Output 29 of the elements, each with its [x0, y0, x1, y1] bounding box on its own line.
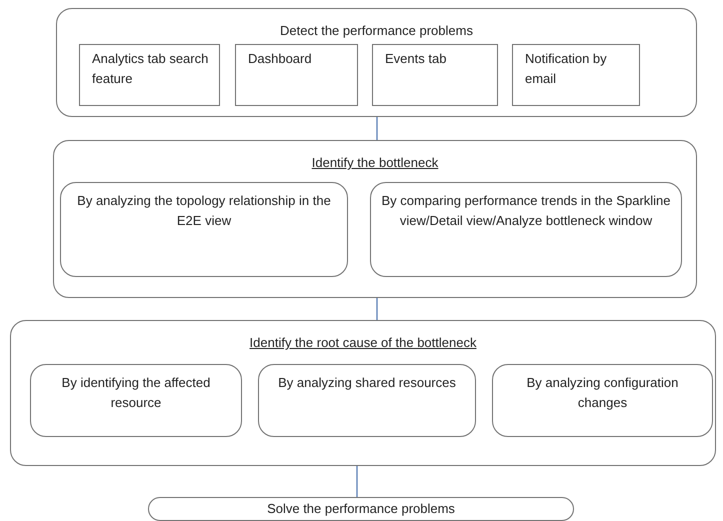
step-box: [492, 364, 713, 437]
step-box: [372, 44, 498, 106]
step-text: By analyzing shared resources: [277, 374, 457, 392]
step-text: Analytics tab search feature: [92, 50, 210, 88]
group-box: [53, 140, 697, 298]
step-box: [148, 497, 574, 521]
connector-line: [376, 298, 378, 320]
group-box: [56, 8, 697, 117]
group-box: [10, 320, 716, 466]
step-text: Dashboard: [248, 50, 313, 68]
step-box: [60, 182, 348, 277]
underlined-heading: Identify the root cause of the bottleneck: [248, 334, 478, 352]
step-box: [79, 44, 220, 106]
step-text: Events tab: [385, 50, 448, 68]
step-text: By comparing performance trends in the Sparkline view/Detail view/Analyze bottleneck window: [380, 192, 672, 230]
step-text: By identifying the affected resource: [60, 374, 212, 412]
underlined-heading: Identify the bottleneck: [310, 154, 440, 172]
step-box: [30, 364, 242, 437]
step-box: [235, 44, 358, 106]
step-box: [258, 364, 476, 437]
connector-line: [356, 466, 358, 497]
step-box: [370, 182, 682, 277]
step-text: By analyzing the topology relationship in the E2E view: [76, 192, 332, 230]
heading: Detect the performance problems: [279, 22, 474, 40]
connector-line: [376, 117, 378, 140]
step-text: By analyzing configuration changes: [526, 374, 680, 412]
step-text: Solve the performance problems: [266, 500, 456, 518]
step-text: Notification by email: [525, 50, 608, 88]
step-box: [512, 44, 640, 106]
